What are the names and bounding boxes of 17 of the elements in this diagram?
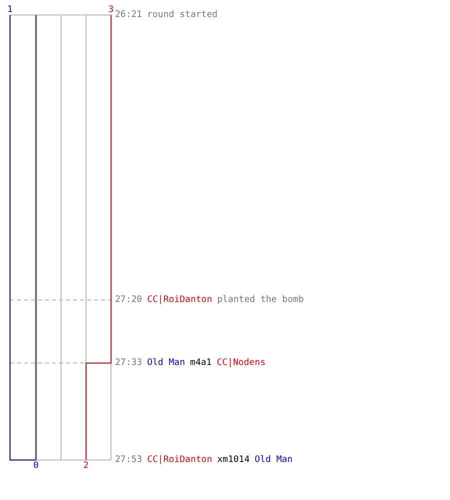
team-count-label: 1 (7, 5, 13, 15)
team-count-label: 2 (83, 461, 89, 471)
player-name: Old Man (147, 358, 186, 368)
player-name: CC|Nodens (216, 358, 266, 368)
weapon-name: m4a1 (190, 358, 212, 368)
player-name: CC|RoiDanton (147, 455, 212, 465)
timestamp: 27:33 (115, 358, 142, 368)
weapon-name: xm1014 (217, 455, 250, 465)
team-count-label: 3 (108, 5, 114, 15)
team-count-label: 0 (33, 461, 39, 471)
player-name: CC|RoiDanton (147, 295, 212, 305)
timestamp: 27:20 (115, 295, 142, 305)
event-text: round started (147, 10, 218, 20)
timestamp: 27:53 (115, 455, 142, 465)
player-name: Old Man (254, 455, 293, 465)
timestamp: 26:21 (115, 10, 142, 20)
event-text: planted the bomb (217, 295, 304, 305)
